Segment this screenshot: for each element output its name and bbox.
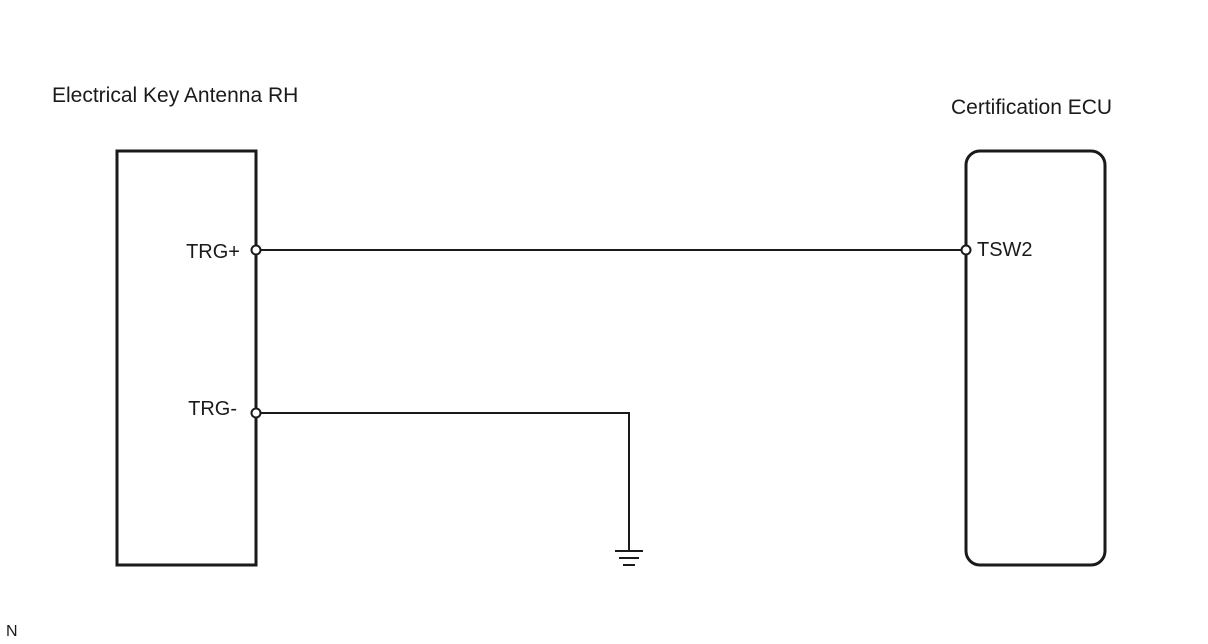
diagram-code: N	[6, 623, 18, 640]
ecu-title: Certification ECU	[951, 96, 1112, 119]
ecu-component-box	[964, 149, 1107, 567]
wire-trg-minus-to-ground	[256, 412, 630, 550]
terminal-trg-minus	[250, 407, 262, 419]
pin-label-trg-plus: TRG+	[186, 241, 240, 263]
antenna-component-box	[115, 149, 258, 567]
pin-label-trg-minus: TRG-	[188, 398, 237, 420]
ground-symbol-icon	[615, 550, 643, 566]
terminal-tsw2	[960, 244, 972, 256]
pin-label-tsw2: TSW2	[977, 239, 1033, 261]
antenna-title: Electrical Key Antenna RH	[52, 84, 298, 107]
terminal-trg-plus	[250, 244, 262, 256]
